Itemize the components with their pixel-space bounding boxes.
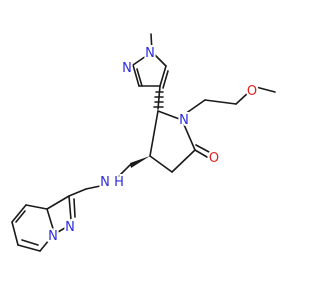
- atom-label-n: N: [145, 46, 155, 61]
- bond: [15, 210, 26, 223]
- bond: [204, 99, 237, 105]
- bond: [195, 144, 210, 153]
- bond: [149, 155, 173, 173]
- atom-label-n: N: [65, 220, 75, 235]
- bond: [132, 51, 153, 66]
- bond: [73, 198, 76, 218]
- bond: [85, 184, 106, 190]
- bond: [11, 204, 27, 223]
- bond: [150, 33, 153, 53]
- bond: [162, 70, 169, 89]
- bond-layer: [11, 33, 276, 252]
- bond: [21, 239, 39, 246]
- atom-label-o: O: [247, 84, 257, 99]
- atom-label-n: N: [48, 229, 58, 244]
- bond: [132, 64, 140, 87]
- atom-label-n: N: [179, 113, 189, 128]
- bond: [157, 110, 183, 121]
- atom-label-n: N: [122, 61, 132, 76]
- bond: [57, 224, 71, 233]
- wedge-bond: [130, 156, 150, 168]
- bond: [118, 164, 131, 177]
- bond: [171, 149, 196, 173]
- bond: [181, 119, 196, 151]
- bond: [25, 204, 48, 210]
- bond: [235, 91, 250, 105]
- atom-label-layer: N N O N O N H N N: [46, 44, 259, 246]
- bond: [151, 51, 167, 67]
- bond: [11, 221, 19, 246]
- bond: [39, 233, 55, 252]
- bond: [68, 188, 87, 197]
- bond: [194, 149, 208, 158]
- molecular-structure: N N O N O N H N N: [11, 33, 276, 252]
- atom-label-n: N: [100, 175, 110, 190]
- bond: [255, 86, 276, 93]
- bond: [159, 65, 167, 87]
- bond: [46, 208, 55, 233]
- bond: [46, 195, 70, 210]
- bond: [149, 110, 159, 157]
- bond: [184, 99, 206, 115]
- bond: [17, 244, 41, 252]
- bond: [136, 68, 143, 87]
- atom-label-o: O: [209, 151, 219, 166]
- atom-label-h: H: [114, 175, 124, 190]
- bond: [68, 195, 72, 221]
